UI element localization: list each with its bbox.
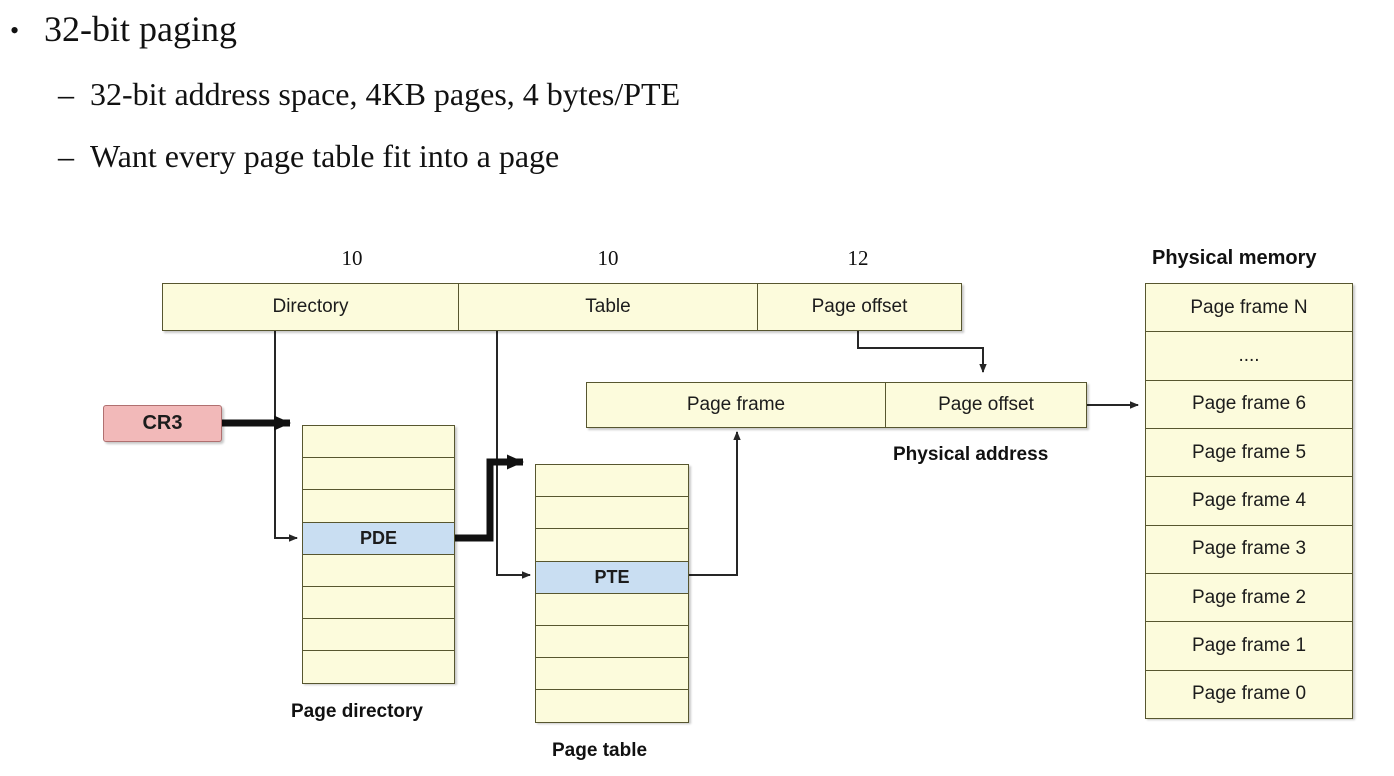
page-table-entry-row <box>535 528 689 562</box>
physical-memory-frame: .... <box>1145 331 1353 381</box>
dash-marker-icon: – <box>58 76 74 112</box>
cr3-register: CR3 <box>103 405 222 442</box>
pa-field-page-offset: Page offset <box>885 382 1087 428</box>
physical-memory-frame: Page frame 5 <box>1145 428 1353 478</box>
page-directory-entry-row <box>302 618 455 652</box>
page-directory-entry-row <box>302 650 455 684</box>
wire-offset-to-physical-offset <box>857 330 987 373</box>
page-directory-entry-row <box>302 553 455 587</box>
va-field-directory: Directory <box>162 283 459 331</box>
wire-pde-to-page-table <box>455 454 524 542</box>
page-directory-caption: Page directory <box>291 701 423 722</box>
physical-memory-frame: Page frame 6 <box>1145 379 1353 429</box>
bitwidth-page-offset: 12 <box>847 246 869 270</box>
physical-memory-frame: Page frame 0 <box>1145 669 1353 719</box>
physical-memory-frame: Page frame 1 <box>1145 621 1353 671</box>
page-directory-table: PDE <box>302 425 455 684</box>
bullet-level1: • 32-bit paging <box>10 8 237 50</box>
wire-pte-to-page-frame <box>689 431 741 576</box>
page-table-table: PTE <box>535 464 689 723</box>
page-table-entry-row <box>535 625 689 659</box>
bitwidth-table: 10 <box>597 246 619 270</box>
wire-directory-to-pde <box>274 330 298 542</box>
va-field-page-offset: Page offset <box>757 283 962 331</box>
bullet-level2-item: –Want every page table fit into a page <box>58 138 559 175</box>
physical-address-bar: Page frame Page offset <box>586 382 1087 428</box>
page-table-entry-row <box>535 464 689 498</box>
bullet-level2-label: Want every page table fit into a page <box>90 138 560 174</box>
physical-memory-frame: Page frame 2 <box>1145 573 1353 623</box>
bitwidth-directory: 10 <box>341 246 363 270</box>
page-directory-entry-row <box>302 489 455 523</box>
wire-table-to-pte <box>496 330 531 579</box>
page-directory-entry-row <box>302 425 455 459</box>
page-table-entry-row <box>535 689 689 723</box>
virtual-address-bar: Directory Table Page offset <box>162 283 962 331</box>
page-table-entry-highlight-row: PTE <box>535 560 689 594</box>
page-directory-entry-row <box>302 457 455 491</box>
physical-memory-frame: Page frame 4 <box>1145 476 1353 526</box>
page-directory-entry-row <box>302 586 455 620</box>
bullet-level2-item: –32-bit address space, 4KB pages, 4 byte… <box>58 76 680 113</box>
bullet-marker-icon: • <box>10 16 20 45</box>
bullet-level2-label: 32-bit address space, 4KB pages, 4 bytes… <box>90 76 681 112</box>
page-directory-entry-highlight-row: PDE <box>302 521 455 555</box>
pa-field-page-frame: Page frame <box>586 382 886 428</box>
bullet-level1-label: 32-bit paging <box>44 9 237 49</box>
page-table-entry-row <box>535 657 689 691</box>
dash-marker-icon: – <box>58 138 74 174</box>
page-table-entry-row <box>535 592 689 626</box>
physical-memory-caption: Physical memory <box>1152 247 1317 269</box>
physical-memory-frame: Page frame N <box>1145 283 1353 333</box>
physical-address-caption: Physical address <box>893 444 1049 465</box>
page-table-caption: Page table <box>552 740 648 761</box>
va-field-table: Table <box>458 283 758 331</box>
page-table-entry-row <box>535 496 689 530</box>
physical-memory-frame: Page frame 3 <box>1145 524 1353 574</box>
